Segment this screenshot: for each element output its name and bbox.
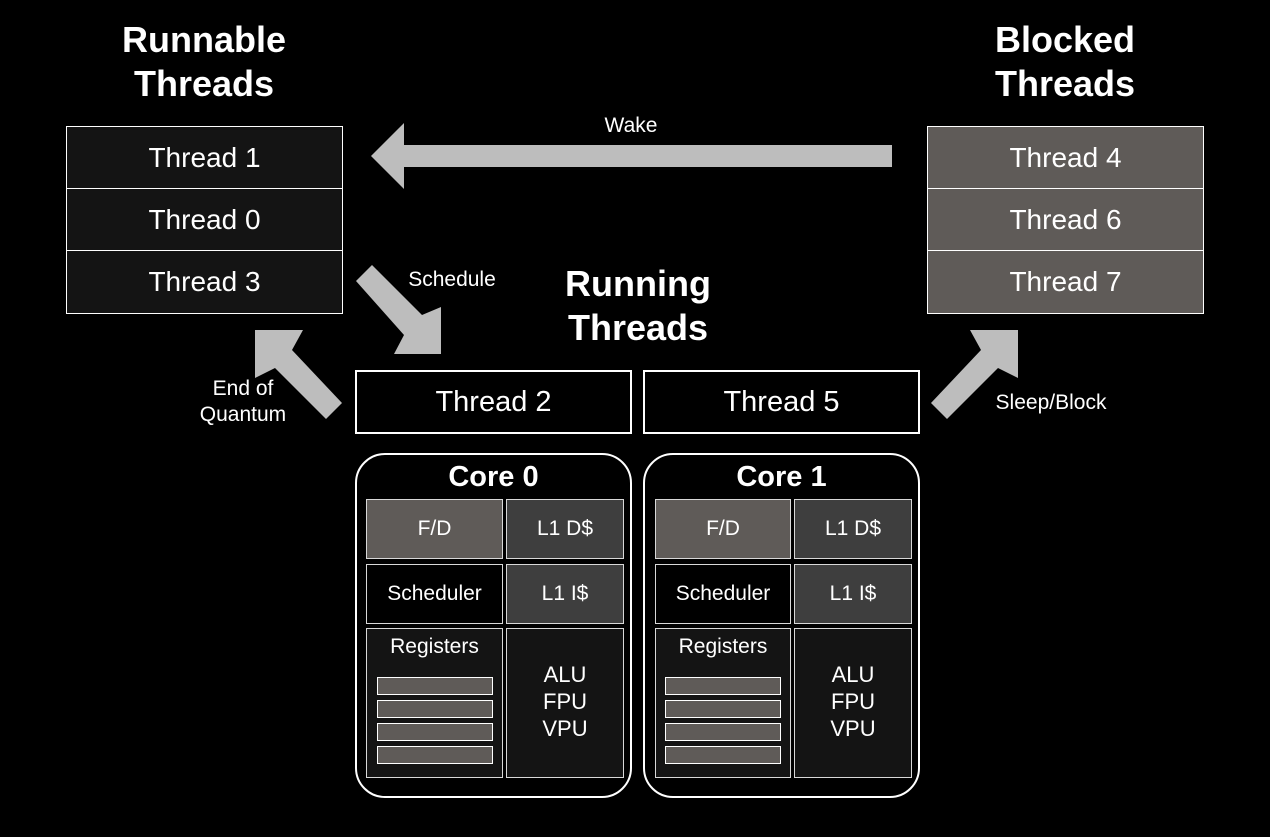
l1-instruction-cache: L1 I$ — [794, 564, 912, 624]
alu-label: ALU — [543, 662, 587, 687]
runnable-thread-item: Thread 1 — [67, 127, 342, 189]
scheduler-unit: Scheduler — [366, 564, 503, 624]
blocked-threads-list: Thread 4 Thread 6 Thread 7 — [927, 126, 1204, 314]
core-0: Core 0 F/D L1 D$ Scheduler L1 I$ Registe… — [355, 453, 632, 798]
register-bar — [665, 700, 781, 718]
alu-label: ALU — [831, 662, 875, 687]
execution-units: ALU FPU VPU — [794, 628, 912, 778]
blocked-heading-line2: Threads — [994, 63, 1136, 104]
running-heading-line2: Threads — [567, 307, 709, 348]
fpu-label: FPU — [543, 689, 587, 714]
sleep-block-label: Sleep/Block — [995, 391, 1107, 414]
blocked-thread-item: Thread 4 — [928, 127, 1203, 189]
blocked-thread-item: Thread 6 — [928, 189, 1203, 251]
scheduler-unit: Scheduler — [655, 564, 791, 624]
runnable-heading-line2: Threads — [133, 63, 275, 104]
l1-instruction-cache: L1 I$ — [506, 564, 624, 624]
register-bar — [665, 723, 781, 741]
registers-label: Registers — [678, 635, 768, 658]
runnable-threads-heading: Runnable Threads — [84, 18, 324, 106]
vpu-label: VPU — [542, 716, 588, 741]
registers-label: Registers — [390, 635, 479, 658]
register-bar — [377, 723, 493, 741]
l1-data-cache: L1 D$ — [794, 499, 912, 559]
fpu-label: FPU — [831, 689, 875, 714]
runnable-heading-line1: Runnable — [121, 19, 286, 60]
blocked-threads-heading: Blocked Threads — [945, 18, 1185, 106]
registers-unit: Registers — [366, 628, 503, 778]
register-bar — [665, 746, 781, 764]
register-bar — [377, 746, 493, 764]
register-bar — [377, 700, 493, 718]
running-thread-box: Thread 2 — [355, 370, 632, 434]
running-thread-box: Thread 5 — [643, 370, 920, 434]
registers-unit: Registers — [655, 628, 791, 778]
runnable-thread-item: Thread 3 — [67, 251, 342, 313]
fetch-decode-unit: F/D — [655, 499, 791, 559]
end-of-quantum-label: End of Quantum — [187, 376, 299, 428]
end-of-quantum-line1: End of — [212, 377, 274, 400]
wake-label: Wake — [604, 114, 658, 137]
execution-units: ALU FPU VPU — [506, 628, 624, 778]
runnable-threads-list: Thread 1 Thread 0 Thread 3 — [66, 126, 343, 314]
register-bar — [665, 677, 781, 695]
fetch-decode-unit: F/D — [366, 499, 503, 559]
core-title: Core 1 — [736, 461, 827, 493]
blocked-thread-item: Thread 7 — [928, 251, 1203, 313]
core-title: Core 0 — [448, 461, 539, 493]
running-threads-heading: Running Threads — [518, 262, 758, 350]
running-heading-line1: Running — [565, 263, 711, 304]
vpu-label: VPU — [830, 716, 876, 741]
runnable-thread-item: Thread 0 — [67, 189, 342, 251]
schedule-label: Schedule — [408, 268, 496, 291]
register-bar — [377, 677, 493, 695]
core-1: Core 1 F/D L1 D$ Scheduler L1 I$ Registe… — [643, 453, 920, 798]
blocked-heading-line1: Blocked — [994, 19, 1136, 60]
l1-data-cache: L1 D$ — [506, 499, 624, 559]
end-of-quantum-line2: Quantum — [199, 403, 287, 426]
